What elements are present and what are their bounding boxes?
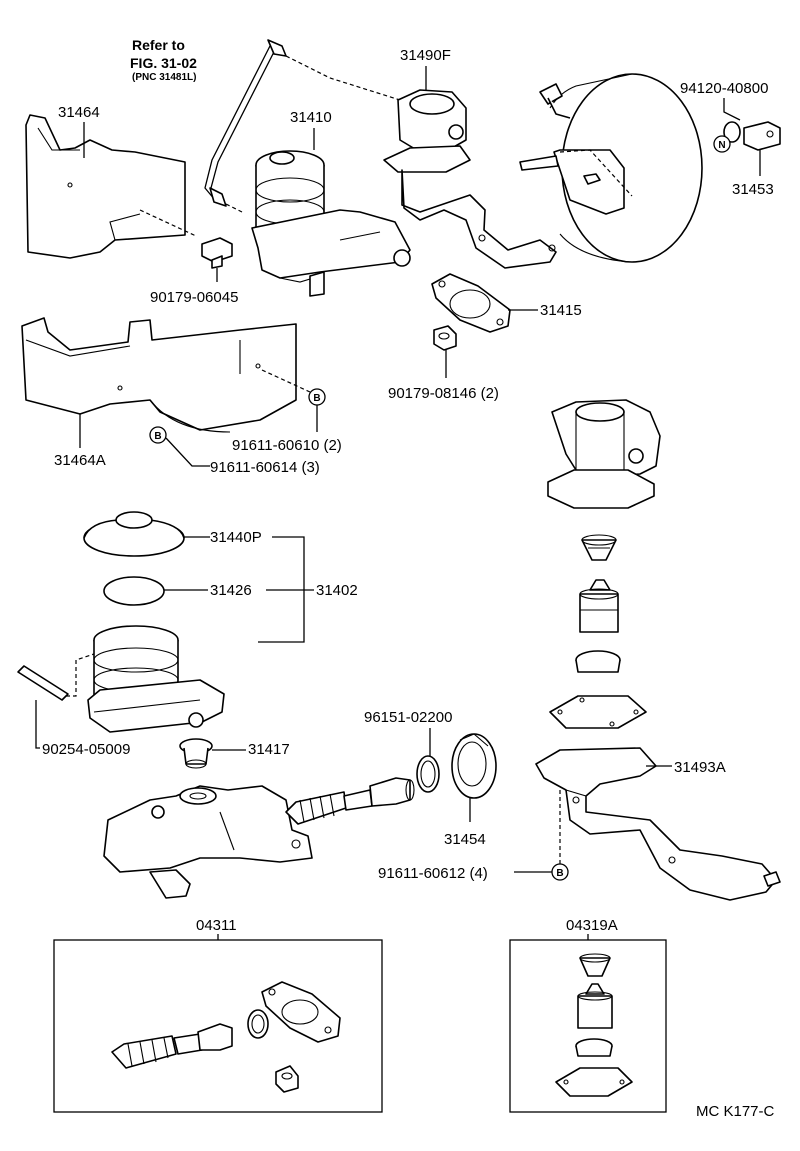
- boot-31454: [451, 733, 497, 799]
- gasket-31415: [431, 273, 511, 333]
- master-cylinder-body: [103, 785, 313, 899]
- grommet-31417: [179, 738, 213, 769]
- bracket-31493A: [535, 747, 781, 901]
- label-31493A: 31493A: [674, 759, 726, 776]
- kit-04311-parts: [111, 981, 341, 1093]
- label-31490F: 31490F: [400, 47, 451, 64]
- pin-90254: [17, 665, 69, 701]
- symbol-b-upper-text: B: [313, 393, 320, 404]
- diaphragm-31426: [103, 576, 165, 606]
- valve-cup: [575, 650, 621, 673]
- label-04311: 04311: [196, 917, 237, 934]
- label-31426: 31426: [210, 582, 252, 599]
- reservoir-31402: [87, 625, 225, 733]
- symbol-b-lower-text: B: [154, 431, 161, 442]
- label-31415: 31415: [540, 302, 582, 319]
- label-31410: 31410: [290, 109, 332, 126]
- nut-90179-08146: [433, 325, 457, 351]
- label-31402: 31402: [316, 582, 358, 599]
- kit-box-04319A: [509, 939, 667, 1113]
- brake-tube: [204, 39, 401, 213]
- nut-94120: [723, 121, 741, 143]
- reference-line-2: FIG. 31-02: [130, 55, 197, 71]
- symbol-b-right-text: B: [556, 868, 563, 879]
- label-90254-05009: 90254-05009: [42, 741, 130, 758]
- shield-31464A: [21, 317, 297, 433]
- label-90179-08146: 90179-08146 (2): [388, 385, 499, 402]
- label-31464A: 31464A: [54, 452, 106, 469]
- label-31440P: 31440P: [210, 529, 262, 546]
- shield-31464: [25, 114, 186, 259]
- label-31464: 31464: [58, 104, 100, 121]
- bracket-31490F: [383, 89, 557, 269]
- kit-box-04311: [53, 939, 383, 1113]
- footer-code: MC K177-C: [696, 1103, 775, 1120]
- brake-booster: [519, 73, 703, 263]
- clevis-31453: [743, 121, 781, 151]
- cap-31440P: [83, 511, 185, 557]
- symbol-n: [713, 135, 731, 153]
- kit-04319A-parts: [555, 953, 633, 1097]
- label-91611-60614: 91611-60614 (3): [210, 459, 320, 476]
- symbol-n-text: N: [718, 140, 725, 151]
- label-91611-60610: 91611-60610 (2): [232, 437, 342, 454]
- symbol-b-lower: [149, 426, 167, 444]
- label-31417: 31417: [248, 741, 290, 758]
- label-96151-02200: 96151-02200: [364, 709, 452, 726]
- piston-assembly: [285, 777, 415, 825]
- label-31453: 31453: [732, 181, 774, 198]
- label-94120-40800: 94120-40800: [680, 80, 768, 97]
- label-90179-06045: 90179-06045: [150, 289, 238, 306]
- reference-line-3: (PNC 31481L): [132, 72, 196, 83]
- label-04319A: 04319A: [566, 917, 618, 934]
- snap-ring-96151: [416, 755, 440, 793]
- check-valve: [581, 534, 617, 561]
- valve-plate: [549, 695, 647, 729]
- valve-piston: [579, 579, 619, 633]
- label-31454: 31454: [444, 831, 486, 848]
- reservoir-mount: [547, 399, 661, 509]
- label-91611-60612: 91611-60612 (4): [378, 865, 488, 882]
- reference-line-1: Refer to: [132, 37, 185, 53]
- master-cylinder-31410: [251, 150, 411, 297]
- bolt-90179-06045: [201, 237, 233, 269]
